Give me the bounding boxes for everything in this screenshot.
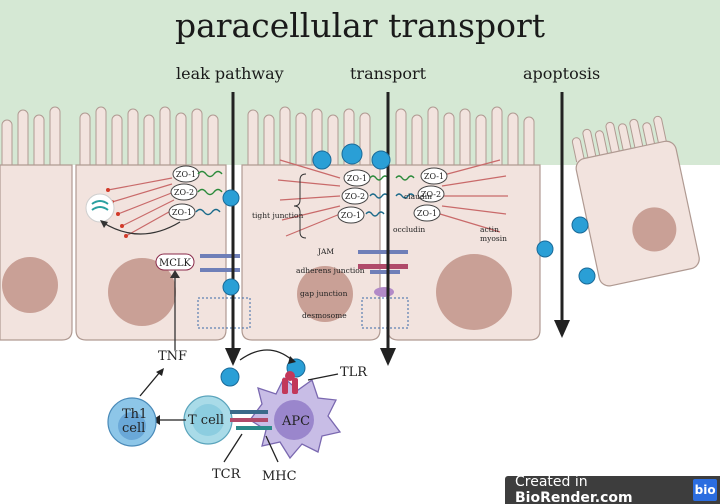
arrowhead-icon [380, 348, 396, 366]
tcr-mhc-complex [230, 410, 272, 430]
adherens-junction-label: adherens junction [296, 266, 365, 275]
arrowhead-icon [288, 356, 296, 364]
zo-stack-right [413, 167, 448, 222]
zo1-label: ZO-1 [341, 211, 361, 220]
apoptotic-cell [571, 115, 700, 287]
zo2-label: ZO-2 [421, 190, 441, 199]
biorender-logo-icon: bio [693, 479, 717, 501]
zo1-label: ZO-1 [172, 208, 192, 217]
actin-fibers-right [439, 159, 508, 233]
uptake-arrow [239, 349, 293, 361]
microvilli [1, 106, 535, 171]
claudin-occludin-strands [195, 170, 415, 217]
zo1-label: ZO-1 [347, 174, 367, 183]
arrowhead-icon [100, 220, 108, 228]
tlr-label: TLR [340, 365, 368, 380]
arrowhead-icon [554, 320, 570, 338]
apoptosis-label: apoptosis [523, 64, 601, 83]
zo-labels: ZO-1 ZO-2 ZO-1 ZO-1 ZO-2 ZO-1 ZO-1 ZO-2 … [172, 170, 444, 220]
nucleus [2, 257, 58, 313]
myosin-label: myosin [480, 234, 507, 243]
page-title: paracellular transport [174, 6, 546, 45]
th1-label: Th1 [122, 407, 147, 422]
th1-nucleus [118, 412, 146, 440]
zo-stack-middle [337, 169, 371, 224]
t-cell-nucleus [192, 404, 224, 436]
nucleus [108, 258, 176, 326]
zo1-label: ZO-1 [176, 170, 196, 179]
cell-far-left [0, 164, 73, 341]
leak-pathway-label: leak pathway [176, 64, 284, 83]
mlck-label: MCLK [159, 258, 192, 269]
arrowhead-icon [156, 368, 164, 376]
endocytosis-arrow [101, 221, 181, 235]
th1-to-tnf-arrow [139, 371, 161, 397]
jam-label: JAM [317, 247, 334, 256]
zo-stack-left [168, 165, 200, 221]
pathway-arrowheads [225, 320, 570, 366]
tcr-label: TCR [212, 467, 242, 482]
zo2-label: ZO-2 [174, 188, 194, 197]
particles [220, 143, 596, 387]
tlr-pointer [307, 373, 339, 381]
arrowhead-icon [225, 348, 241, 366]
nucleus [436, 254, 512, 330]
desmosome-label: desmosome [302, 311, 347, 320]
gap-junction-label: gap junction [300, 289, 348, 298]
pathway-arrows [231, 92, 564, 352]
biorender-badge[interactable]: Created in BioRender.com bio [505, 474, 720, 504]
immune-labels: TNF Th1 cell T cell APC TLR TCR MHC [122, 349, 368, 484]
apc-label: APC [281, 414, 310, 429]
tcr-pointer [223, 433, 243, 463]
th1-cell-label: cell [122, 421, 145, 436]
tight-junction-label: tight junction [252, 211, 304, 220]
zo2-label: ZO-2 [345, 192, 365, 201]
transport-label: transport [350, 64, 427, 83]
badge-brand: BioRender.com [515, 490, 633, 504]
mhc-pointer [265, 435, 279, 463]
arrowhead-icon [170, 270, 180, 278]
tight-junction-bracket [293, 173, 307, 239]
tnf-label: TNF [158, 349, 187, 364]
apc-nucleus [274, 400, 314, 440]
mhc-label: MHC [262, 469, 297, 484]
internalized-protein-icon [91, 200, 109, 211]
actin-label: actin [480, 225, 499, 234]
tcell-label: T cell [188, 413, 224, 428]
claudin-label: claudin [404, 192, 432, 201]
actin-fibers-left [107, 177, 177, 237]
gap-junction-blob [297, 266, 353, 322]
junction-labels: tight junction JAM adherens junction gap… [252, 192, 507, 320]
badge-prefix: Created in [515, 474, 588, 490]
occludin-label: occludin [393, 225, 425, 234]
zo1-label: ZO-1 [417, 209, 437, 218]
zo1-label: ZO-1 [424, 172, 444, 181]
badge-text: Created in BioRender.com [505, 474, 693, 504]
actin-fibers-middle [277, 159, 341, 237]
tlr-receptor [282, 371, 298, 394]
